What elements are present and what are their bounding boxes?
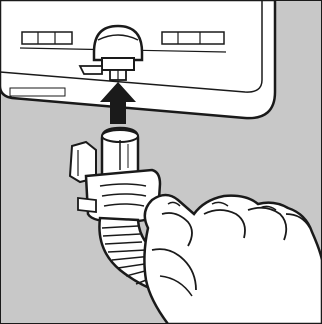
hand-icon	[144, 195, 322, 324]
